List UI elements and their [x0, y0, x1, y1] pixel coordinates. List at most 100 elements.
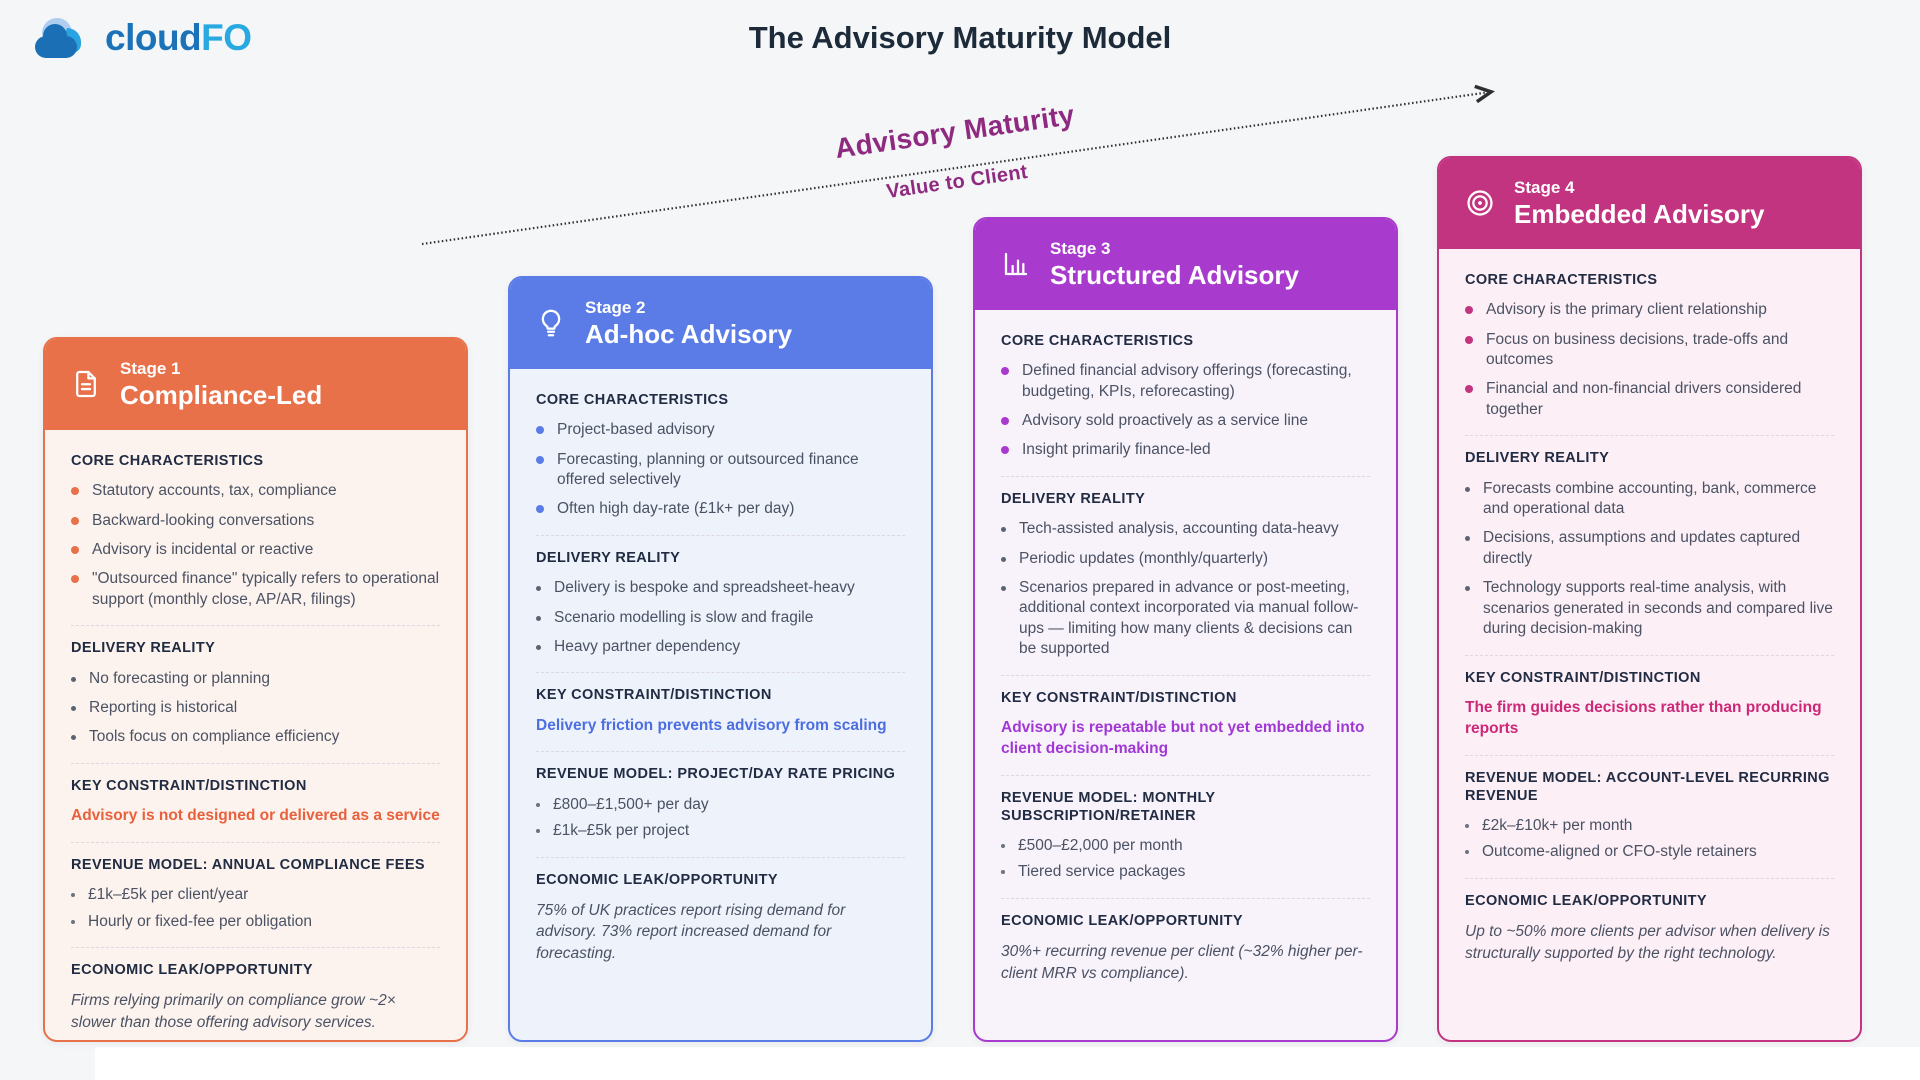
list-item: Technology supports real-time analysis, … [1465, 578, 1834, 639]
core-characteristics-title: CORE CHARACTERISTICS [536, 392, 729, 408]
section-divider [1465, 877, 1834, 879]
axis-label-advisory-maturity: Advisory Maturity [832, 98, 1077, 165]
bullet-dot [536, 615, 541, 621]
stage-title: Structured Advisory [1050, 259, 1299, 290]
bullet-dot [1465, 586, 1470, 592]
key-constraint-title: KEY CONSTRAINT/DISTINCTION [1001, 689, 1237, 706]
list-item: Tech-assisted analysis, accounting data-… [1001, 519, 1370, 539]
section-divider [71, 946, 440, 948]
bullet-dot [71, 893, 75, 898]
bullet-dot [1001, 446, 1009, 455]
bullet-dot [1001, 527, 1006, 533]
stage-4-body: CORE CHARACTERISTICS Advisory is the pri… [1439, 249, 1860, 988]
key-constraint-text: The firm guides decisions rather than pr… [1465, 698, 1822, 737]
bullet-dot [1465, 306, 1473, 315]
list-item-text: £1k–£5k per client/year [88, 886, 249, 904]
logo-word-fo: FO [201, 17, 252, 58]
core-characteristics-list: Defined financial advisory offerings (fo… [1001, 361, 1370, 461]
delivery-reality-title: DELIVERY REALITY [536, 549, 681, 566]
bullet-dot [536, 426, 544, 435]
list-item: Project-based advisory [536, 420, 905, 440]
section-divider [1001, 897, 1370, 899]
section-divider [1001, 674, 1370, 676]
section-divider [1001, 774, 1370, 776]
list-item: Statutory accounts, tax, compliance [71, 481, 440, 501]
core-characteristics-list: Advisory is the primary client relations… [1465, 300, 1834, 420]
stage-2-header-text: Stage 2 Ad-hoc Advisory [585, 298, 792, 348]
list-item-text: £1k–£5k per project [553, 822, 690, 840]
bullet-dot [1001, 870, 1005, 875]
list-item-text: £2k–£10k+ per month [1482, 816, 1633, 834]
list-item: Reporting is historical [71, 698, 440, 718]
list-item: Insight primarily finance-led [1001, 440, 1370, 460]
bullet-dot [71, 516, 79, 525]
revenue-model-title: REVENUE MODEL: ANNUAL COMPLIANCE FEES [71, 856, 425, 873]
bullet-dot [1465, 850, 1469, 855]
list-item: Financial and non-financial drivers cons… [1465, 379, 1834, 420]
list-item: Scenarios prepared in advance or post-me… [1001, 578, 1370, 660]
revenue-model-title: REVENUE MODEL: PROJECT/DAY RATE PRICING [536, 766, 896, 783]
list-item-text: £500–£2,000 per month [1018, 837, 1183, 854]
list-item-text: Statutory accounts, tax, compliance [92, 482, 337, 500]
bullet-dot [71, 546, 79, 555]
stage-title: Ad-hoc Advisory [585, 318, 793, 349]
bullet-dot [1465, 536, 1470, 542]
stage-label: Stage 4 [1514, 177, 1575, 197]
list-item-text: Defined financial advisory offerings (fo… [1022, 362, 1352, 400]
bar-chart-icon [1000, 248, 1032, 280]
list-item-text: Project-based advisory [557, 421, 715, 439]
stage-4-header-text: Stage 4 Embedded Advisory [1514, 178, 1764, 228]
delivery-reality-list: Forecasts combine accounting, bank, comm… [1465, 479, 1834, 640]
list-item: Advisory is incidental or reactive [71, 540, 440, 560]
list-item-text: Forecasting, planning or outsourced fina… [557, 450, 859, 489]
section-divider [1465, 654, 1834, 656]
section-divider [536, 751, 905, 753]
key-constraint-title: KEY CONSTRAINT/DISTINCTION [536, 687, 772, 704]
section-divider [71, 841, 440, 843]
list-item-text: Advisory is the primary client relations… [1486, 301, 1767, 319]
stage-4-header: Stage 4 Embedded Advisory [1439, 158, 1860, 249]
list-item-text: Financial and non-financial drivers cons… [1486, 380, 1802, 418]
cloud-logo-icon [33, 16, 95, 60]
delivery-reality-list: Delivery is bespoke and spreadsheet-heav… [536, 578, 905, 657]
list-item-text: Forecasts combine accounting, bank, comm… [1483, 479, 1817, 517]
economic-leak-text: 30%+ recurring revenue per client (~32% … [1001, 943, 1363, 982]
economic-leak-title: ECONOMIC LEAK/OPPORTUNITY [536, 871, 779, 888]
page-title: The Advisory Maturity Model [748, 20, 1172, 55]
revenue-model-title: REVENUE MODEL: MONTHLY SUBSCRIPTION/RETA… [1001, 789, 1216, 824]
list-item-text: £800–£1,500+ per day [553, 795, 709, 813]
stage-3-body: CORE CHARACTERISTICS Defined financial a… [975, 310, 1396, 1008]
list-item: £500–£2,000 per month [1001, 836, 1370, 856]
bullet-dot [536, 586, 541, 592]
list-item: Advisory sold proactively as a service l… [1001, 411, 1370, 431]
list-item-text: Outcome-aligned or CFO-style retainers [1482, 843, 1757, 861]
list-item-text: Scenarios prepared in advance or post-me… [1019, 578, 1359, 658]
bullet-dot [536, 829, 540, 834]
stage-4-card: Stage 4 Embedded Advisory CORE CHARACTER… [1437, 156, 1862, 1042]
list-item: Advisory is the primary client relations… [1465, 300, 1834, 320]
section-divider [71, 762, 440, 764]
key-constraint-title: KEY CONSTRAINT/DISTINCTION [1465, 669, 1701, 686]
list-item: Decisions, assumptions and updates captu… [1465, 528, 1834, 569]
core-characteristics-title: CORE CHARACTERISTICS [1465, 272, 1658, 288]
stage-1-header-text: Stage 1 Compliance-Led [120, 359, 322, 409]
list-item: £2k–£10k+ per month [1465, 816, 1834, 836]
stage-label: Stage 1 [120, 358, 181, 378]
target-icon [1464, 187, 1496, 219]
list-item: £800–£1,500+ per day [536, 795, 905, 815]
bullet-dot [536, 802, 540, 807]
revenue-model-title: REVENUE MODEL: ACCOUNT-LEVEL RECURRING R… [1465, 769, 1830, 804]
delivery-reality-title: DELIVERY REALITY [71, 640, 216, 657]
cloudfo-logo: cloudFO [33, 16, 252, 60]
list-item-text: Advisory sold proactively as a service l… [1022, 412, 1309, 430]
stage-1-header: Stage 1 Compliance-Led [45, 339, 466, 430]
bullet-dot [71, 705, 76, 711]
list-item-text: "Outsourced finance" typically refers to… [92, 570, 440, 608]
bullet-dot [1001, 556, 1006, 562]
economic-leak-title: ECONOMIC LEAK/OPPORTUNITY [1001, 912, 1244, 929]
economic-leak-text: Up to ~50% more clients per advisor when… [1465, 922, 1830, 962]
